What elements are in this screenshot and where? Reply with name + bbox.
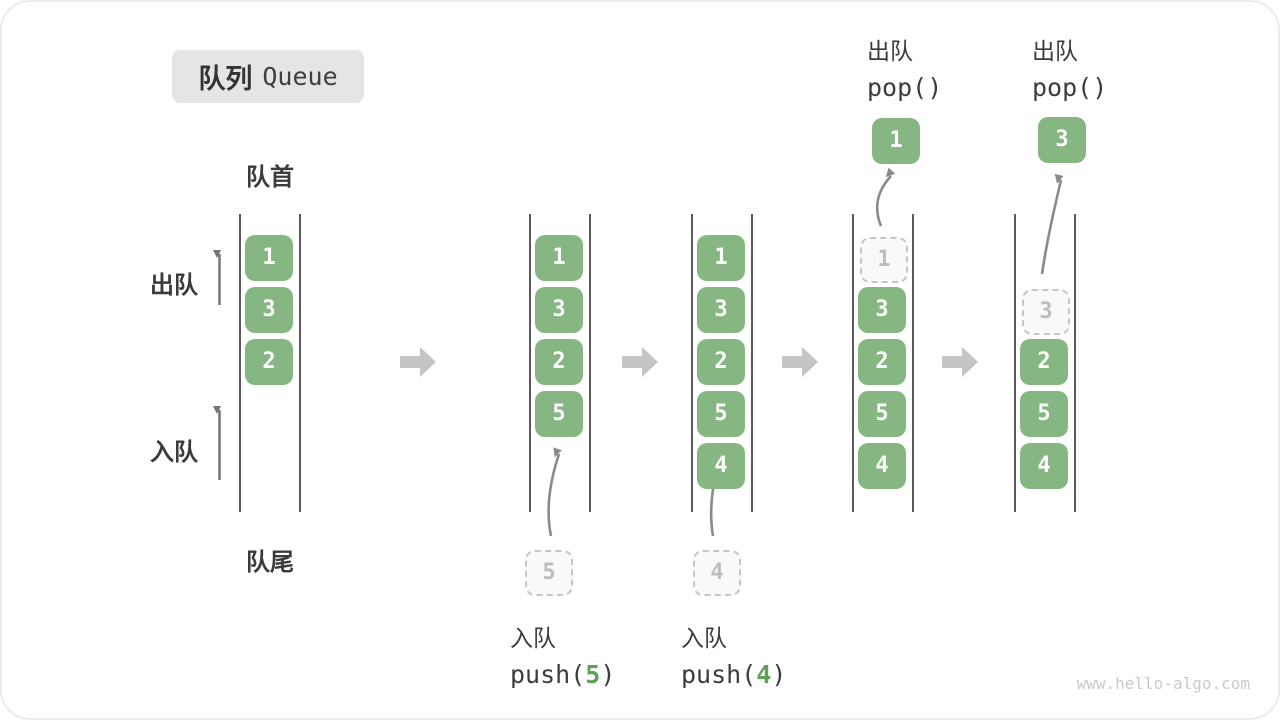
- queue-element: 4: [697, 443, 745, 489]
- push4-code: push(4): [681, 660, 787, 689]
- queue-element: 5: [697, 391, 745, 437]
- pop1-code: pop(): [867, 73, 943, 102]
- pop2-cjk: 出队: [1032, 38, 1078, 64]
- watermark: www.hello-algo.com: [1076, 674, 1250, 693]
- queue-element: 2: [697, 339, 745, 385]
- queue-wall: [912, 214, 914, 512]
- popped-element: 3: [1038, 117, 1086, 163]
- queue-wall: [751, 214, 753, 512]
- removed-element: 1: [860, 237, 908, 283]
- label-dequeue-side: 出队: [150, 272, 198, 299]
- queue-element: 4: [1020, 443, 1068, 489]
- queue-wall: [299, 214, 301, 512]
- title-en: Queue: [262, 62, 338, 91]
- queue-element: 1: [535, 235, 583, 281]
- queue-wall: [1074, 214, 1076, 512]
- queue-element: 3: [535, 287, 583, 333]
- dequeue-arrow-pop2: [1040, 173, 1064, 275]
- queue-element: 3: [697, 287, 745, 333]
- operation-label-pop1: 出队 pop(): [867, 32, 942, 102]
- queue-element: 3: [858, 287, 906, 333]
- queue-wall: [852, 214, 854, 512]
- queue-element: 4: [858, 443, 906, 489]
- title-zh: 队列: [198, 64, 253, 94]
- incoming-element: 5: [525, 550, 573, 596]
- push5-code: push(5): [510, 660, 616, 689]
- queue-element: 2: [245, 339, 293, 385]
- queue-wall: [239, 214, 241, 512]
- state-transition-arrow-3: [782, 347, 818, 377]
- queue-element: 2: [535, 339, 583, 385]
- queue-element: 2: [1020, 339, 1068, 385]
- state-transition-arrow-1: [400, 347, 436, 377]
- queue-element: 3: [245, 287, 293, 333]
- queue-element: 2: [858, 339, 906, 385]
- removed-element: 3: [1022, 289, 1070, 335]
- queue-element: 5: [535, 391, 583, 437]
- dequeue-arrow-pop1: [875, 167, 896, 227]
- pop1-cjk: 出队: [867, 38, 913, 64]
- push5-cjk: 入队: [510, 625, 556, 651]
- queue-wall: [1014, 214, 1016, 512]
- queue-element: 5: [1020, 391, 1068, 437]
- queue-element: 1: [697, 235, 745, 281]
- push4-cjk: 入队: [681, 625, 727, 651]
- queue-element: 1: [245, 235, 293, 281]
- state-transition-arrow-2: [622, 347, 658, 377]
- queue-wall: [691, 214, 693, 512]
- label-queue-front: 队首: [246, 164, 294, 191]
- pop2-code: pop(): [1032, 73, 1108, 102]
- state-transition-arrow-4: [942, 347, 978, 377]
- queue-element: 5: [858, 391, 906, 437]
- operation-label-push4: 入队 push(4): [681, 619, 786, 689]
- title-badge: 队列 Queue: [172, 50, 364, 103]
- label-enqueue-side: 入队: [150, 439, 198, 466]
- popped-element: 1: [872, 118, 920, 164]
- incoming-element: 4: [693, 550, 741, 596]
- enqueue-arrow-push5: [547, 447, 562, 537]
- operation-label-push5: 入队 push(5): [510, 619, 615, 689]
- operation-label-pop2: 出队 pop(): [1032, 32, 1107, 102]
- label-queue-rear: 队尾: [246, 549, 294, 576]
- queue-wall: [529, 214, 531, 512]
- queue-wall: [589, 214, 591, 512]
